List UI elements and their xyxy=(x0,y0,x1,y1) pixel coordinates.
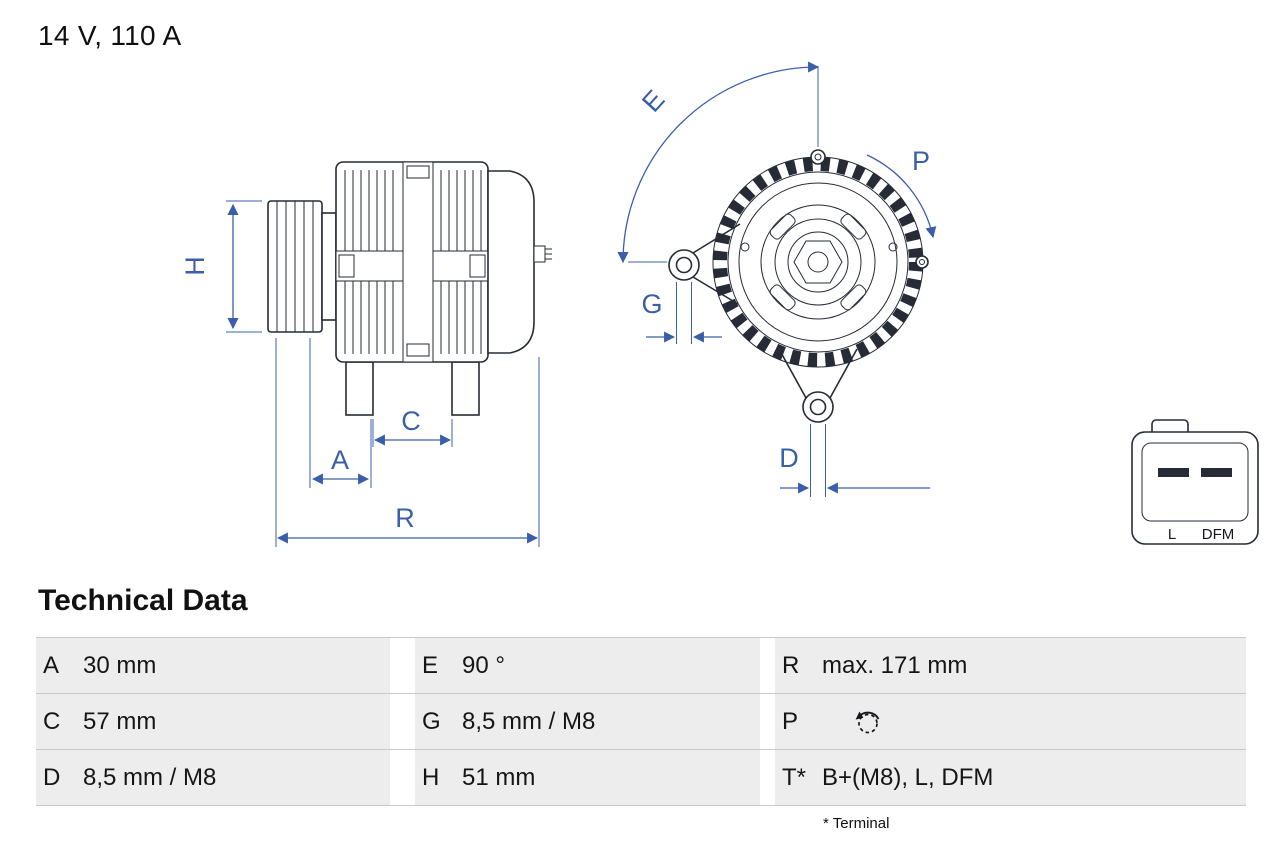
connector-pin-label-l: L xyxy=(1168,526,1176,543)
dim-label-e: E xyxy=(636,84,670,117)
cell-value: 30 mm xyxy=(83,651,157,679)
cell-key: P xyxy=(782,707,799,735)
connector-pin-label-dfm: DFM xyxy=(1202,526,1235,543)
table-cell-p: P xyxy=(775,694,1246,749)
dim-label-c: C xyxy=(401,406,421,436)
table-cell-d: D 8,5 mm / M8 xyxy=(36,750,390,805)
cell-value: 57 mm xyxy=(83,707,157,735)
front-view-drawing xyxy=(668,149,929,423)
cell-value: 90 ° xyxy=(462,651,505,679)
product-diagram: H A C R xyxy=(180,61,1259,547)
dimension-annotations-side: H A C R xyxy=(180,200,540,547)
terminal-footnote: * Terminal xyxy=(823,815,890,832)
cell-value: 51 mm xyxy=(462,763,536,791)
column-gap xyxy=(760,638,775,693)
connector-pin-left xyxy=(1158,468,1189,477)
cell-key: A xyxy=(43,651,60,679)
cell-key: C xyxy=(43,707,61,735)
cell-key: D xyxy=(43,763,61,791)
cell-value xyxy=(822,707,1246,737)
cell-key: E xyxy=(422,651,439,679)
table-cell-t: T* B+(M8), L, DFM xyxy=(775,750,1246,805)
dim-label-g: G xyxy=(641,289,662,319)
column-gap xyxy=(760,694,775,749)
cell-value: max. 171 mm xyxy=(822,651,968,679)
cell-key: H xyxy=(422,763,440,791)
page-title: 14 V, 110 A xyxy=(38,20,182,51)
table-row: C 57 mm G 8,5 mm / M8 P xyxy=(36,693,1246,749)
table-cell-a: A 30 mm xyxy=(36,638,390,693)
table-cell-e: E 90 ° xyxy=(415,638,760,693)
cell-value: 8,5 mm / M8 xyxy=(462,707,596,735)
dim-label-p: P xyxy=(912,146,930,176)
table-row: A 30 mm E 90 ° R max. 171 mm xyxy=(36,637,1246,693)
section-title: Technical Data xyxy=(38,584,248,617)
cell-value: 8,5 mm / M8 xyxy=(83,763,217,791)
column-gap xyxy=(390,694,415,749)
column-gap xyxy=(390,750,415,805)
connector-pin-right xyxy=(1201,468,1232,477)
dimension-table: A 30 mm E 90 ° R max. 171 mm C 57 mm xyxy=(36,637,1246,806)
cell-key: G xyxy=(422,707,441,735)
column-gap xyxy=(390,638,415,693)
connector-drawing: L DFM xyxy=(1131,419,1259,545)
cell-key: T* xyxy=(782,763,806,791)
column-gap xyxy=(760,750,775,805)
dim-label-d: D xyxy=(779,443,799,473)
dimension-annotations-front: E P G D xyxy=(617,61,937,497)
table-cell-r: R max. 171 mm xyxy=(775,638,1246,693)
side-view-drawing xyxy=(267,161,552,416)
dim-label-a: A xyxy=(331,445,349,475)
table-row: D 8,5 mm / M8 H 51 mm T* B+(M8), L, DFM xyxy=(36,749,1246,806)
table-cell-h: H 51 mm xyxy=(415,750,760,805)
rotation-direction-icon xyxy=(855,711,880,733)
table-cell-g: G 8,5 mm / M8 xyxy=(415,694,760,749)
cell-value: B+(M8), L, DFM xyxy=(822,763,994,791)
dim-label-r: R xyxy=(395,503,415,533)
technical-data-section: Technical Data A 30 mm E 90 ° R max. 171… xyxy=(36,584,1246,832)
dim-label-h: H xyxy=(180,256,210,276)
table-cell-c: C 57 mm xyxy=(36,694,390,749)
cell-key: R xyxy=(782,651,800,679)
